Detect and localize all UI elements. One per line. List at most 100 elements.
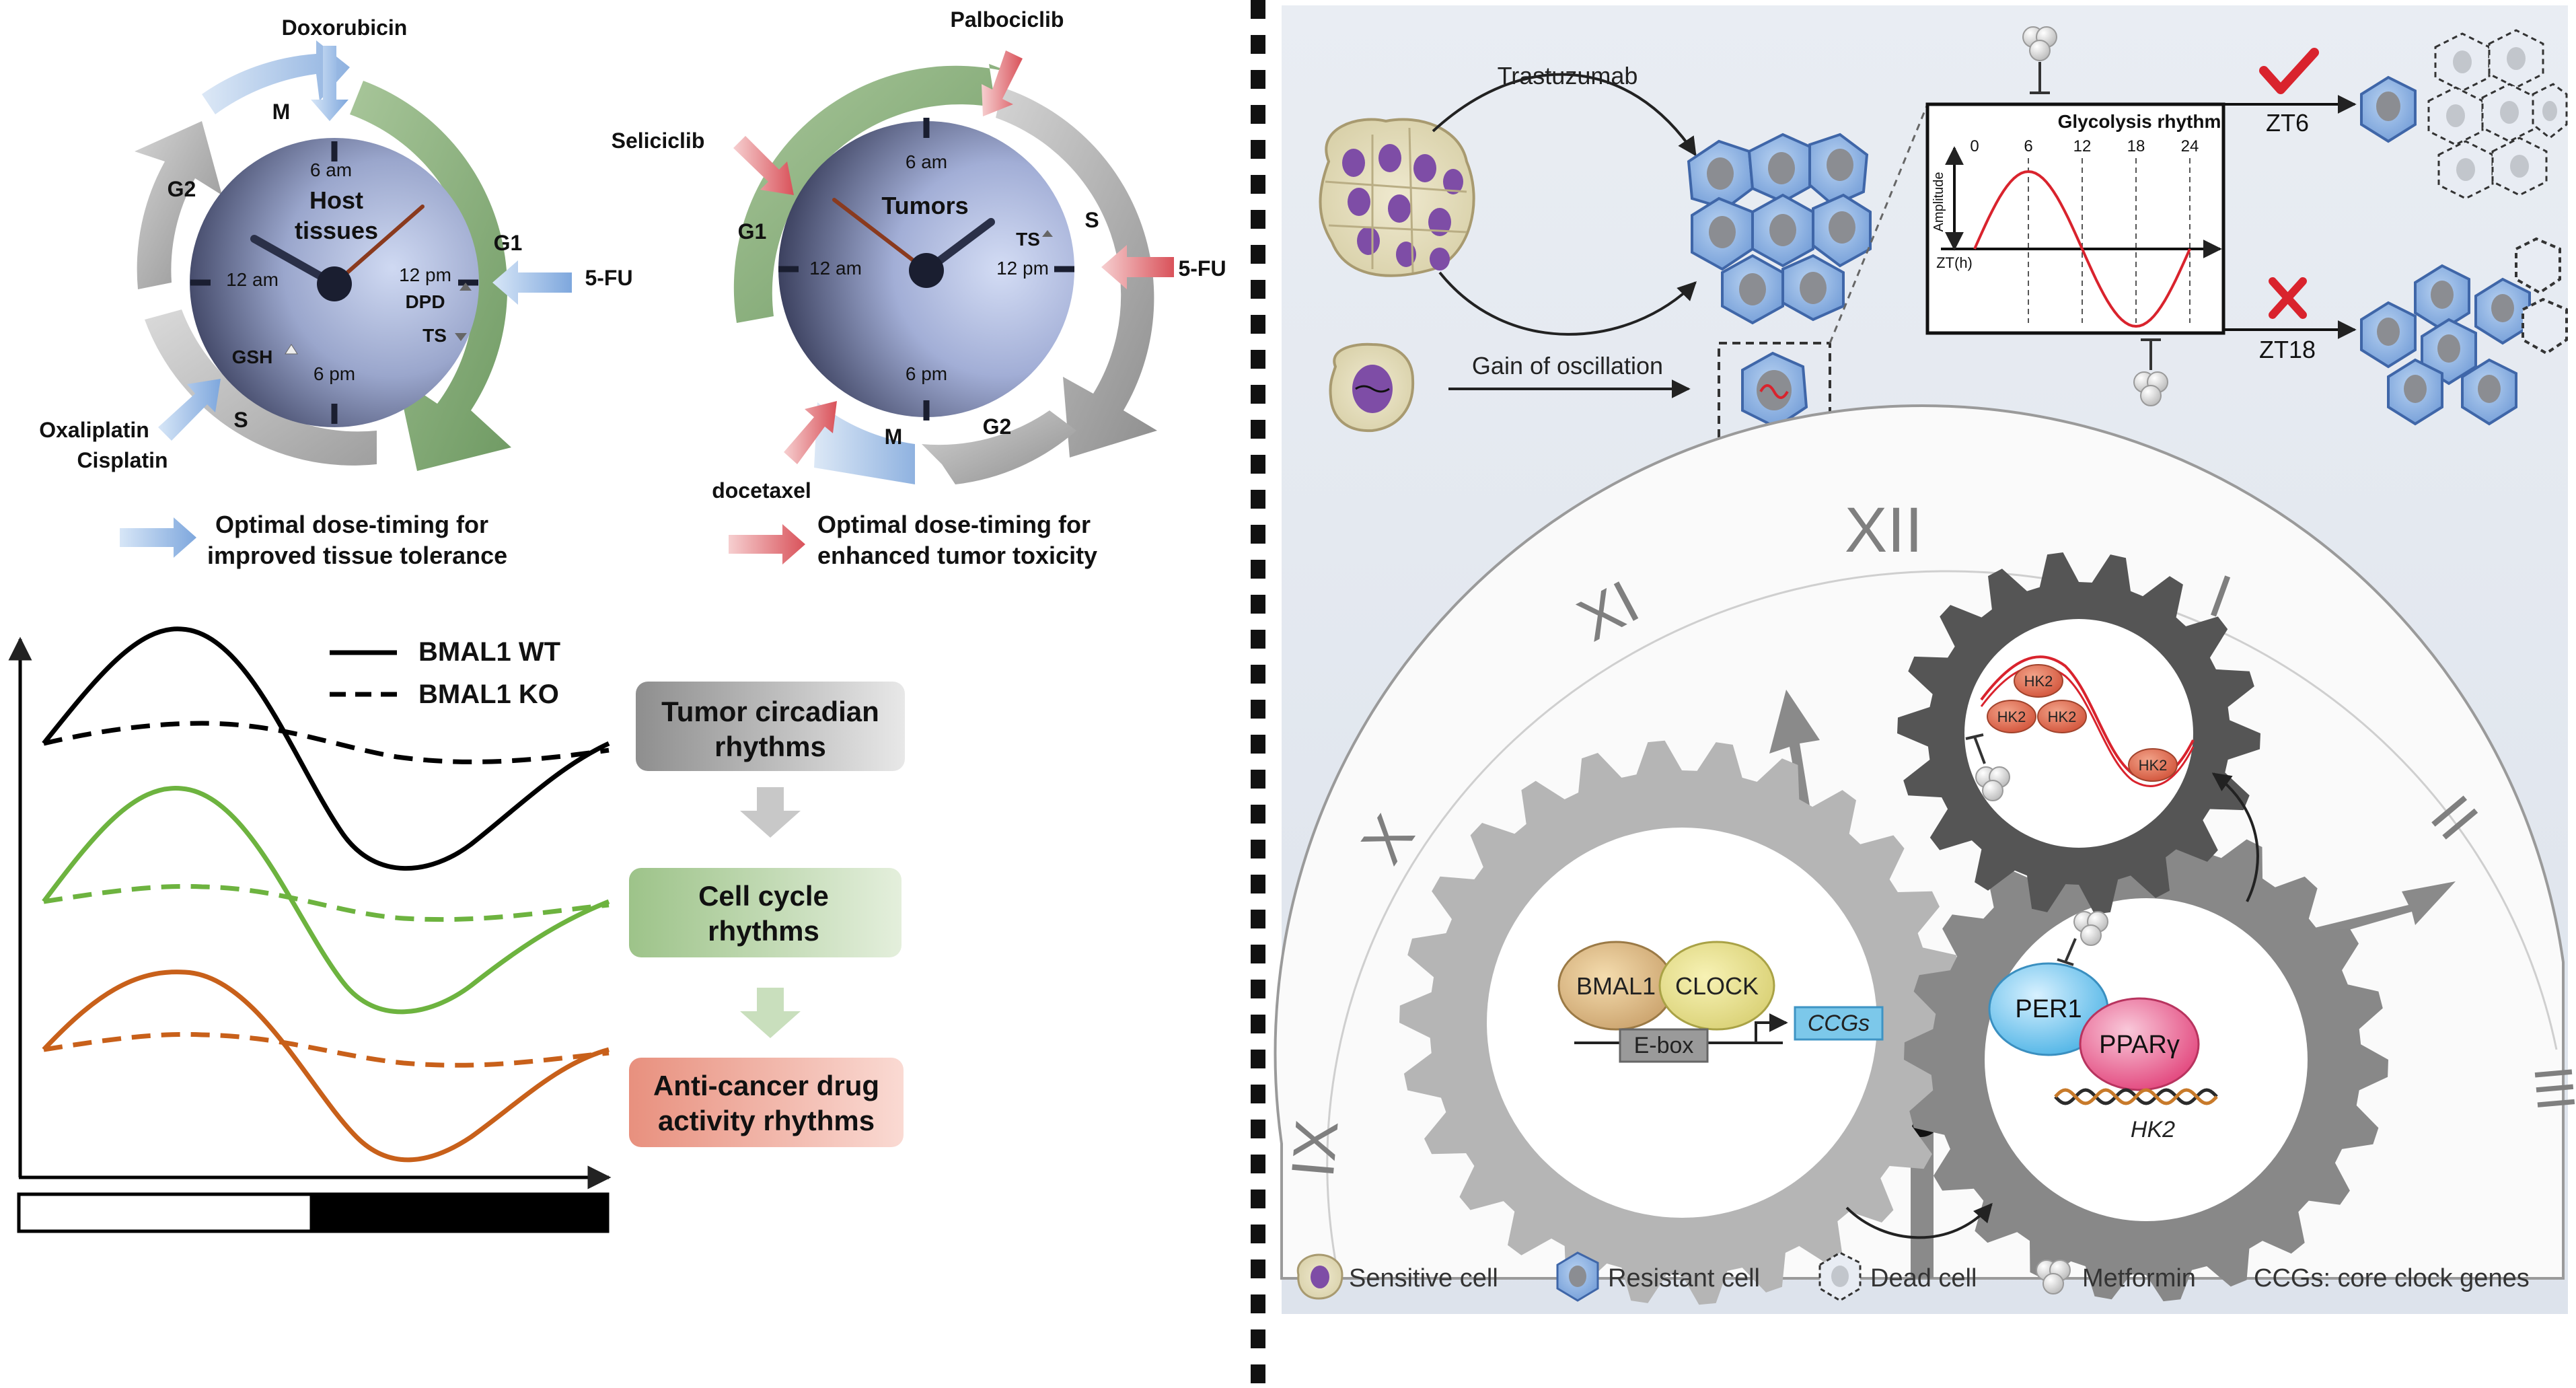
- ppar-molecule: [2079, 997, 2200, 1091]
- tumor-drug-seliciclib: Seliciclib: [612, 129, 705, 153]
- legend-ccgs-definition: CCGs: core clock genes: [2254, 1264, 2530, 1292]
- host-oxali-arrow: [158, 379, 221, 441]
- tumor-time-12pm: 12 pm: [996, 258, 1049, 279]
- host-arc-g2: [135, 121, 222, 289]
- zt18-nuclei: [2377, 281, 2514, 403]
- host-time-12am: 12 am: [226, 269, 279, 290]
- right-to-top-arrow: [2211, 772, 2259, 902]
- tumor-time-6am: 6 am: [906, 151, 947, 172]
- box2-line-2: rhythms: [708, 915, 819, 947]
- dark-phase-bar: [309, 1192, 610, 1233]
- legend-dead: Dead cell: [1870, 1264, 1977, 1292]
- zt6-resistant-cell: [2360, 75, 2417, 143]
- host-gsh-up-icon: [285, 344, 298, 355]
- ppar-label: PPARγ: [2099, 1031, 2180, 1059]
- host-5fu-arrow: [492, 260, 572, 305]
- box3-line-1: Anti-cancer drug: [653, 1070, 879, 1101]
- check-icon: [2259, 48, 2319, 94]
- tumor-arc-m: [814, 402, 915, 484]
- light-phase-bar: [17, 1192, 314, 1233]
- legend-blue-line-2: improved tissue tolerance: [207, 542, 507, 569]
- blue-legend-arrow-icon: [120, 517, 196, 558]
- legend-red-line-1: Optimal dose-timing for: [817, 511, 1091, 538]
- dna-strand: [2054, 1088, 2218, 1105]
- tumor-arc-g2: [922, 410, 1076, 484]
- hk2-gene-label: HK2: [2131, 1117, 2175, 1142]
- legend-wt-label: BMAL1 WT: [418, 637, 560, 667]
- single-sensitive-cell: [1329, 342, 1415, 433]
- legend-ko-label: BMAL1 KO: [418, 680, 559, 709]
- tumor-clock-panel: Tumors 6 am 12 am 12 pm 6 pm TS G1 S G2 …: [612, 7, 1226, 503]
- dead-cell-nuclei: [2446, 47, 2557, 181]
- bmal1-wt-curve: [42, 626, 610, 871]
- host-clock-panel: Host tissues 6 am 12 am 12 pm 6 pm DPD T…: [39, 15, 632, 472]
- host-phase-m: M: [272, 100, 291, 124]
- host-center-label-2: tissues: [295, 217, 378, 244]
- rhythm-curves-panel: BMAL1 WT BMAL1 KO Tumor circadian rhythm…: [8, 626, 905, 1233]
- clock-molecule: [1658, 941, 1775, 1031]
- clock-label: CLOCK: [1675, 972, 1759, 1000]
- numeral-iii: III: [2523, 1064, 2576, 1113]
- host-phase-g1: G1: [494, 231, 523, 255]
- tumor-ts-up-icon: [1042, 230, 1053, 237]
- amplitude-label: Amplitude: [1931, 172, 1946, 232]
- tumor-drug-docetaxel: docetaxel: [712, 478, 811, 503]
- glycolysis-tick-label: 18: [2127, 137, 2145, 155]
- tumor-docetaxel-arrow: [784, 401, 837, 464]
- ebox-box: [1619, 1028, 1709, 1063]
- tumor-seliciclib-arrow: [733, 136, 794, 195]
- tumor-5fu-arrow: [1101, 245, 1174, 289]
- box2-line-1: Cell cycle: [698, 880, 829, 912]
- clock-dial-ring: [1326, 570, 2558, 1279]
- drug-activity-ko-curve: [43, 1031, 610, 1068]
- ccgs-box: [1794, 1006, 1884, 1041]
- host-phase-s: S: [233, 408, 248, 432]
- top-gear-center: [1964, 619, 2193, 848]
- host-ts: TS: [422, 325, 447, 346]
- tumor-time-12am: 12 am: [809, 258, 862, 279]
- glycolysis-title: Glycolysis rhythm: [2058, 111, 2221, 132]
- tumor-circadian-box: [636, 682, 905, 771]
- tumor-drug-palbociclib: Palbociclib: [951, 7, 1064, 32]
- bmal1-ko-curve: [43, 721, 610, 764]
- legend-metformin: Metformin: [2082, 1264, 2196, 1292]
- cell-cycle-box: [629, 868, 901, 957]
- trastuzumab-label: Trastuzumab: [1498, 62, 1638, 89]
- zt6-label: ZT6: [2266, 109, 2309, 137]
- tumor-palbociclib-arrow: [982, 50, 1023, 116]
- red-legend-arrow-icon: [729, 524, 805, 564]
- tumor-arc-s: [996, 87, 1157, 458]
- legend-resistant: Resistant cell: [1608, 1264, 1760, 1292]
- tumor-phase-g2: G2: [983, 414, 1012, 439]
- host-time-6pm: 6 pm: [314, 363, 355, 384]
- left-gear-center: [1487, 828, 1877, 1218]
- host-phase-g2: G2: [168, 177, 196, 201]
- gain-of-oscillation-label: Gain of oscillation: [1472, 352, 1663, 379]
- host-dpd-up-icon: [459, 283, 472, 291]
- metformin-top-icon: [2022, 26, 2057, 94]
- tumor-phase-g1: G1: [738, 219, 767, 244]
- legend-blue-line-1: Optimal dose-timing for: [215, 511, 488, 538]
- bmal1-label: BMAL1: [1576, 972, 1656, 1000]
- hk2-low: HK2: [2128, 748, 2178, 782]
- down-arrow-2-icon: [740, 988, 801, 1038]
- svg-text:HK2: HK2: [2048, 708, 2077, 725]
- legend-red-line-2: enhanced tumor toxicity: [817, 542, 1097, 569]
- cell-cycle-ko-curve: [43, 883, 610, 922]
- host-minute-hand: [332, 205, 425, 286]
- host-arc-g1: [350, 81, 511, 471]
- numeral-ix: IX: [1280, 1118, 1352, 1180]
- hk2-mid-right: HK2: [2037, 700, 2087, 733]
- down-arrow-1-icon: [740, 787, 801, 838]
- tumor-phase-s: S: [1084, 208, 1099, 232]
- tumor-time-6pm: 6 pm: [906, 363, 947, 384]
- glycolysis-tick-label: 12: [2073, 137, 2092, 155]
- per1-label: PER1: [2015, 995, 2082, 1023]
- trastuzumab-arrow: [1432, 73, 1697, 157]
- cell-cycle-wt-curve: [42, 786, 610, 1015]
- host-center-label-1: Host: [309, 186, 363, 214]
- tumor-minute-hand: [832, 198, 928, 272]
- svg-text:HK2: HK2: [2024, 673, 2053, 690]
- metformin-top-gear-icon: [1965, 733, 2010, 801]
